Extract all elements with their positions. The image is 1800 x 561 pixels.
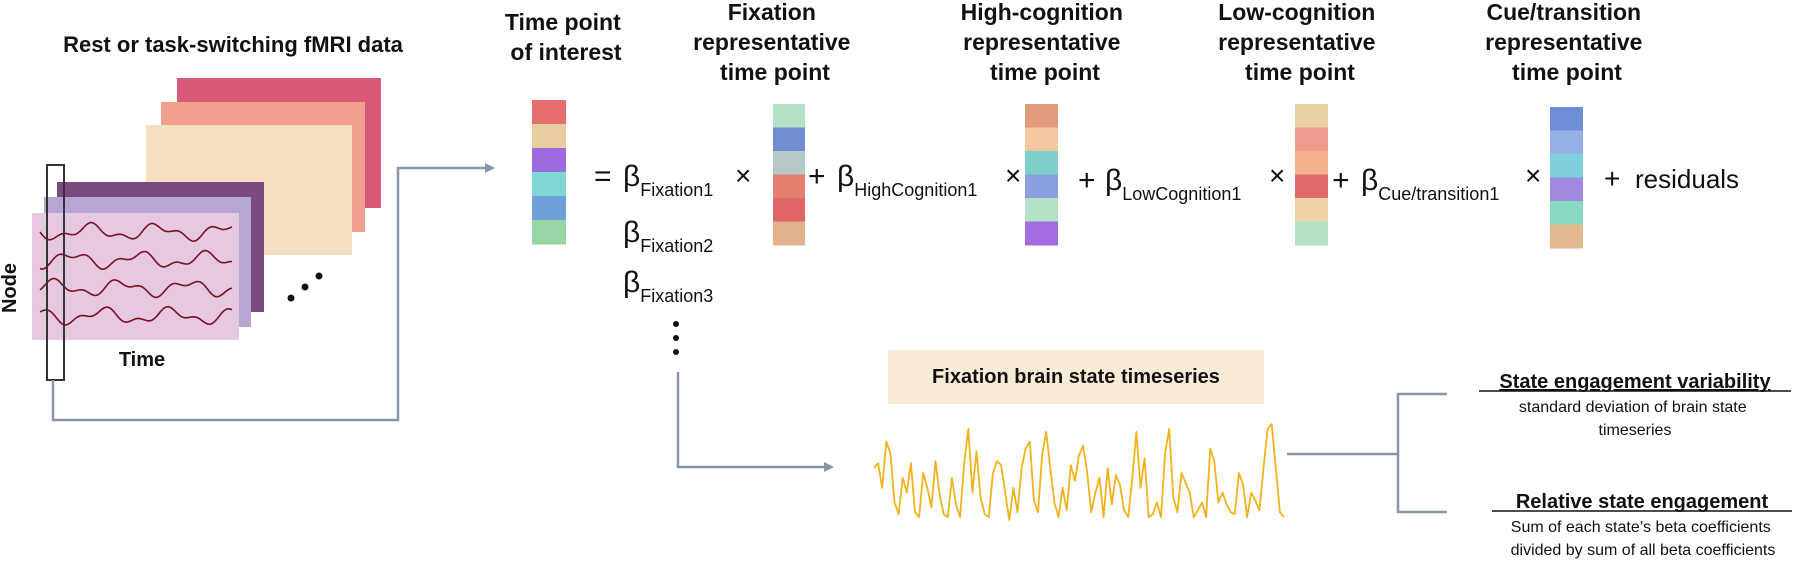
times-sign: × — [735, 160, 751, 191]
frames-ellipsis — [287, 272, 323, 302]
node-signal-line — [39, 277, 233, 299]
bar-cell — [1550, 224, 1583, 249]
time-point-selector-box — [46, 164, 65, 381]
ellipsis-dot — [301, 283, 309, 291]
node-signal-line — [39, 305, 233, 326]
bar-cell — [1295, 221, 1328, 246]
bar-cell — [773, 174, 805, 199]
vertical-ellipsis-dot — [673, 335, 679, 341]
arrow-to-timeseries — [676, 372, 834, 472]
bar-cell — [1550, 201, 1583, 225]
outcome-desc-variability: standard deviation of brain state timese… — [1519, 399, 1751, 439]
bar-cell — [1295, 198, 1328, 222]
low-cognition-bar — [1295, 104, 1328, 246]
beta-cue-transition1: βCue/transition1 — [1361, 164, 1499, 204]
bar-cell — [1295, 127, 1328, 152]
outcome-title-variability: State engagement variability — [1499, 371, 1771, 393]
ellipsis-dot — [315, 272, 323, 280]
bar-cell — [1295, 104, 1328, 128]
bar-cell — [1025, 221, 1058, 246]
residuals-term: residuals — [1635, 164, 1739, 194]
bar-cell — [532, 124, 566, 149]
column-header-time-point: Time point of interest — [505, 9, 627, 65]
bar-cell — [773, 104, 805, 128]
vertical-ellipsis-dot — [673, 349, 679, 355]
bar-cell — [1295, 151, 1328, 175]
times-sign: × — [1005, 160, 1021, 191]
outcome-desc-relative: Sum of each state’s beta coefficients di… — [1511, 519, 1776, 559]
outcome-bracket — [1396, 392, 1447, 514]
plus-sign: + — [1332, 164, 1350, 197]
bar-cell — [1025, 127, 1058, 152]
node-signal-line — [39, 249, 233, 271]
bar-cell — [532, 220, 566, 245]
column-header-cue-transition: Cue/transition representative time point — [1485, 0, 1649, 85]
column-header-high-cognition: High-cognition representative time point — [961, 0, 1130, 85]
beta-fixation2: βFixation2 — [623, 216, 713, 256]
node-signal-line — [39, 221, 233, 243]
representative-time-point-bars — [532, 100, 1583, 249]
front-frame-stack — [32, 182, 264, 340]
bar-cell — [532, 196, 566, 221]
bar-cell — [1025, 198, 1058, 222]
bar-cell — [1550, 154, 1583, 178]
plus-sign: + — [1604, 163, 1620, 194]
node-signals — [39, 221, 233, 326]
bar-cell — [773, 198, 805, 222]
vertical-ellipsis-dot — [673, 321, 679, 327]
plus-sign: + — [1078, 164, 1096, 197]
column-header-low-cognition: Low-cognition representative time point — [1218, 0, 1382, 85]
plus-sign: + — [808, 160, 826, 193]
arrow-to-time-point — [51, 163, 495, 422]
beta-fixation1: βFixation1 — [623, 160, 713, 200]
beta-fixation3: βFixation3 — [623, 266, 713, 306]
cue-transition-bar — [1550, 107, 1583, 249]
bar-cell — [532, 172, 566, 197]
time-axis-label: Time — [119, 349, 165, 371]
beta-low-cognition1: βLowCognition1 — [1105, 164, 1241, 204]
bar-cell — [773, 127, 805, 152]
times-sign: × — [1269, 160, 1285, 191]
glm-equation: = βFixation1 × + βHighCognition1 × + βLo… — [594, 160, 1739, 355]
ellipsis-dot — [287, 294, 295, 302]
timeseries-title: Fixation brain state timeseries — [932, 366, 1220, 388]
bar-cell — [532, 148, 566, 173]
bar-cell — [1550, 107, 1583, 131]
equals-sign: = — [594, 160, 612, 193]
timeseries-title-box — [888, 350, 1264, 404]
bar-cell — [1025, 151, 1058, 175]
bar-cell — [773, 151, 805, 175]
bar-cell — [773, 221, 805, 246]
bar-cell — [532, 100, 566, 125]
high-cognition-bar — [1025, 104, 1058, 246]
beta-high-cognition1: βHighCognition1 — [837, 160, 977, 200]
column-header-fixation: Fixation representative time point — [693, 0, 857, 85]
input-title: Rest or task-switching fMRI data — [63, 32, 404, 57]
bar-cell — [1025, 174, 1058, 199]
bar-cell — [1025, 104, 1058, 128]
bar-cell — [1295, 174, 1328, 199]
fixation-timeseries-line — [873, 423, 1285, 521]
bar-cell — [1550, 177, 1583, 202]
time-point-of-interest-bar — [532, 100, 566, 245]
node-axis-label: Node — [0, 263, 21, 313]
bar-cell — [1550, 130, 1583, 155]
fixation-bar — [773, 104, 805, 246]
back-frame-stack — [146, 78, 381, 255]
times-sign: × — [1525, 160, 1541, 191]
outcome-title-relative: Relative state engagement — [1516, 491, 1769, 513]
